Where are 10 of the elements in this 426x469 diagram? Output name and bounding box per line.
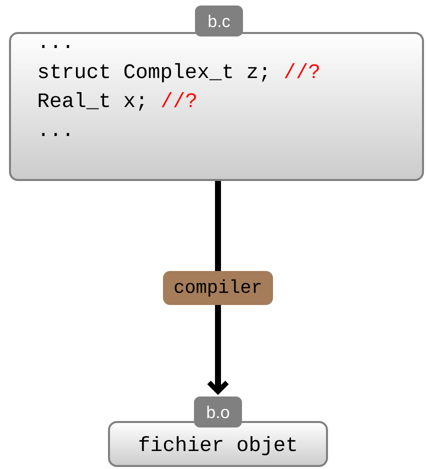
file-label: fichier objet [139,436,296,456]
code-line: ... [42,45,70,48]
code-line: ... [42,133,70,136]
file-tab: b.c [195,6,243,36]
edge-label: compiler [163,271,273,306]
file-tab: b.o [194,396,242,428]
code-comment: //? [162,92,196,108]
code-line: Real_t x; [38,92,144,111]
code-comment: //? [284,63,319,78]
code-line: struct Complex_t z; [38,63,266,82]
